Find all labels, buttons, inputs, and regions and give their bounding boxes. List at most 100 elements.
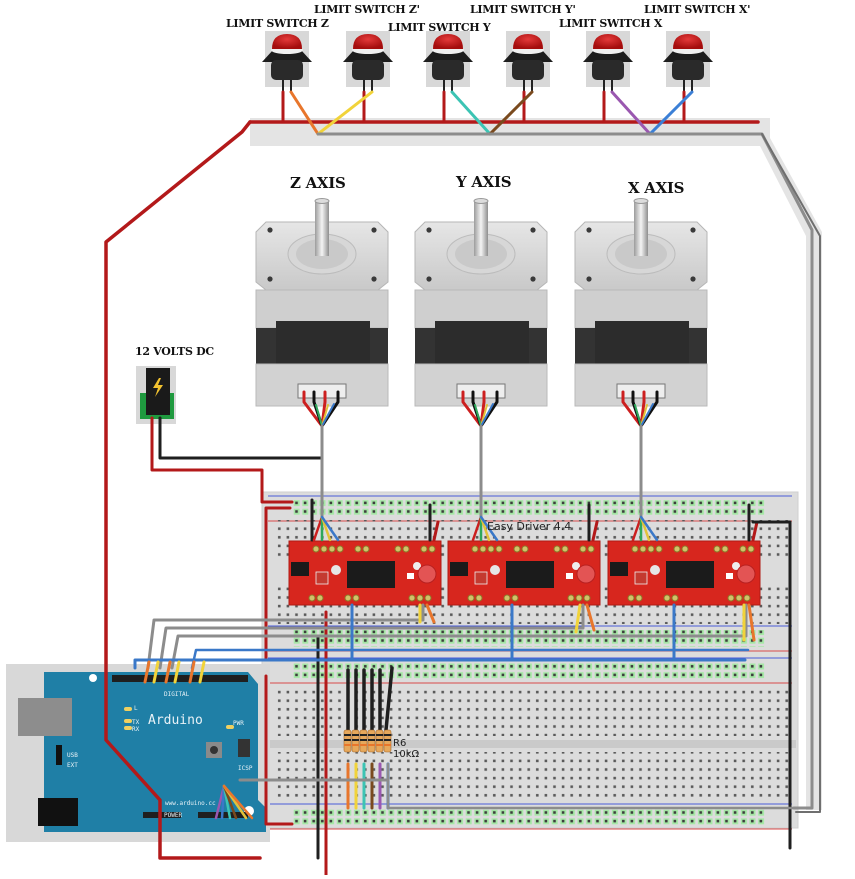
wire-arduino-analog	[222, 784, 254, 820]
limit-switch-y2	[503, 31, 553, 92]
driver-mount-hole	[331, 565, 341, 575]
motor-screw-hole	[426, 276, 432, 282]
wire-arduino-digital	[198, 660, 206, 684]
motor-lead	[315, 404, 323, 427]
switch-body	[432, 60, 464, 80]
driver-pad	[747, 545, 755, 553]
wire-switch-signal-y	[450, 90, 492, 136]
driver-connector	[610, 562, 628, 576]
driver-led	[413, 562, 421, 570]
driver-pad	[495, 545, 503, 553]
easy-driver-label: Easy Driver 4.4	[487, 520, 572, 533]
motor-shaft	[315, 200, 329, 256]
rail-holes	[292, 662, 766, 679]
driver-pad	[420, 545, 428, 553]
driver-pad	[647, 545, 655, 553]
resistor-band	[352, 744, 359, 746]
arduino-usb-label: USB	[67, 752, 78, 759]
driver-chip	[666, 561, 714, 588]
pwr-sel-jumper	[56, 745, 62, 765]
resistor	[367, 729, 376, 753]
motor-lead	[634, 404, 642, 427]
driver-potentiometer	[736, 564, 756, 584]
switch-body	[352, 60, 384, 80]
wire-switch-signal-z	[289, 90, 320, 136]
driver-pad	[511, 594, 519, 602]
motor-lead	[321, 403, 335, 427]
motor-lead	[320, 390, 327, 428]
driver-pad	[575, 594, 583, 602]
wire-arduino-digital	[152, 660, 160, 684]
motor-screw-hole	[690, 276, 696, 282]
motor-shaft-tip	[633, 198, 649, 204]
driver-pad	[681, 545, 689, 553]
motor-body-center	[276, 321, 370, 368]
arduino-mount-hole	[89, 674, 97, 682]
wire-switch-signal-x	[610, 90, 652, 136]
motor-body-lower	[255, 363, 389, 407]
resistor-band	[384, 744, 391, 746]
resistor	[343, 729, 352, 753]
motor-lead	[302, 390, 324, 428]
driver-jumper	[407, 573, 414, 579]
switch-button	[272, 34, 302, 49]
driver-pad	[553, 545, 561, 553]
resistor	[351, 729, 360, 753]
limit-switch-z2	[343, 31, 393, 92]
wire-dir	[747, 603, 756, 642]
wire-switch-power-feed	[104, 120, 262, 860]
wire-arduino-analog	[222, 784, 238, 820]
driver-mount-hole	[490, 565, 500, 575]
wire-enable-bus	[133, 658, 747, 670]
driver-pad	[721, 545, 729, 553]
arduino-l-label: L	[134, 705, 138, 712]
arduino-pwr-label: PWR	[233, 720, 244, 727]
driver-pad	[336, 545, 344, 553]
wires	[104, 90, 821, 877]
motor-lead	[621, 390, 643, 428]
driver-chip	[506, 561, 554, 588]
driver-capacitor	[634, 571, 648, 585]
driver-mount-hole	[650, 565, 660, 575]
resistor-band	[360, 734, 367, 736]
driver-potentiometer	[417, 564, 437, 584]
driver-pad	[561, 545, 569, 553]
driver-pad	[487, 545, 495, 553]
wire-motor-phase	[631, 515, 643, 542]
rail-holes	[292, 500, 766, 517]
driver-led	[572, 562, 580, 570]
motor-lead	[480, 403, 494, 427]
arduino-led	[124, 726, 132, 730]
arduino-power-label: POWER	[164, 812, 183, 819]
switch-body	[271, 60, 303, 80]
wire-switch-signal-x2	[648, 90, 694, 136]
driver-pad	[503, 594, 511, 602]
switch-body	[672, 60, 704, 80]
wire-arduino-digital	[188, 660, 196, 684]
driver-pad	[320, 545, 328, 553]
wire-psu-ground	[158, 416, 324, 504]
motor-screw-hole	[586, 227, 592, 233]
driver-pad	[727, 594, 735, 602]
resistor-ref-label: R6	[393, 738, 407, 749]
driver-capacitor	[315, 571, 329, 585]
resistor-band	[344, 734, 351, 736]
motor-body-center	[435, 321, 529, 368]
arduino-name: Arduino	[148, 713, 203, 728]
resistor-band	[368, 744, 375, 746]
driver-pad	[316, 594, 324, 602]
wire-step-z	[146, 603, 425, 670]
driver-pad	[344, 594, 352, 602]
icsp-header	[238, 739, 250, 757]
limit-switch-x2-label: LIMIT SWITCH X'	[644, 3, 751, 16]
resistor-band	[352, 734, 359, 736]
power-header	[143, 812, 181, 818]
switch-body	[592, 60, 624, 80]
motor-screw-hole	[371, 227, 377, 233]
driver-pad	[631, 545, 639, 553]
driver-pad	[394, 545, 402, 553]
driver-pad	[362, 545, 370, 553]
arduino-icsp-label: ICSP	[238, 765, 253, 772]
arduino-digital-label: DIGITAL	[164, 691, 190, 698]
wire-dir	[425, 603, 436, 624]
